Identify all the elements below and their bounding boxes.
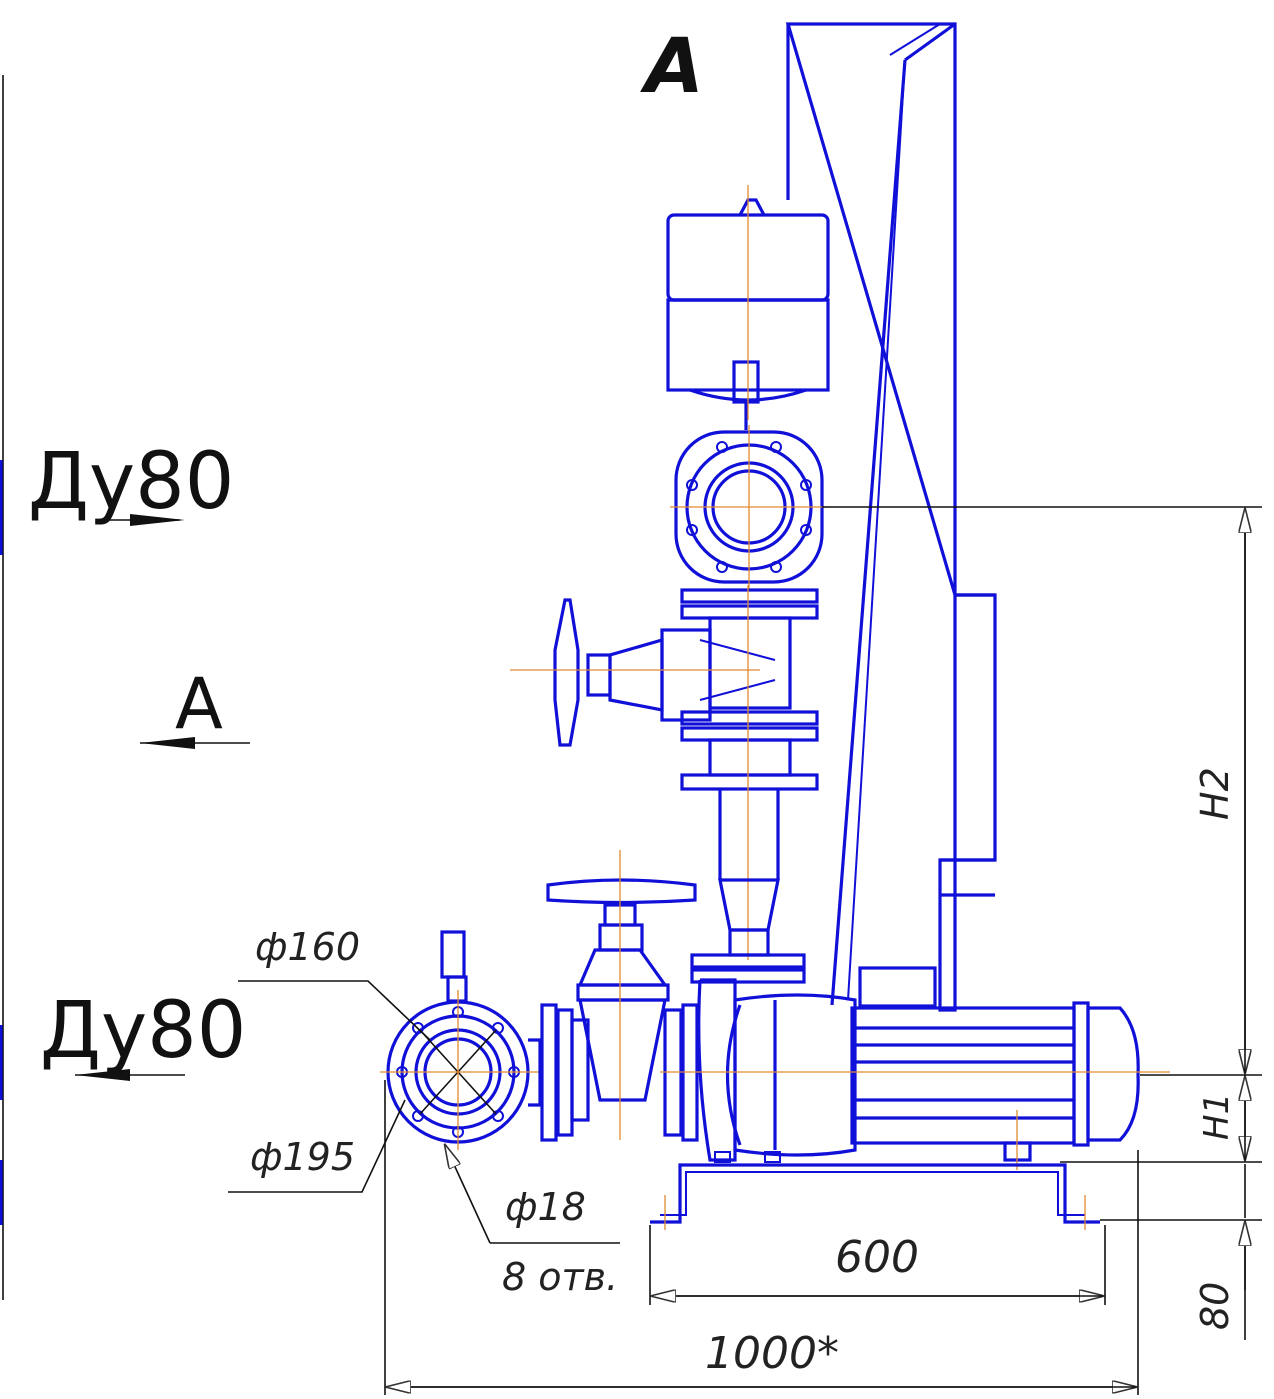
- holes-count-label: 8 отв.: [502, 1255, 618, 1299]
- flange-d1-label: ф160: [255, 925, 360, 969]
- h1-label: H1: [1197, 1093, 1237, 1140]
- vertical-reducer: [690, 790, 806, 984]
- expansion-tank: [666, 185, 830, 430]
- section-marker: A: [175, 663, 223, 745]
- dimension-lines: [228, 506, 1262, 1395]
- flange-d2-label: ф195: [250, 1135, 355, 1179]
- h2-label: H2: [1193, 767, 1237, 820]
- lower-valve: [540, 850, 699, 1142]
- lower-flange: [380, 930, 542, 1150]
- pipe-top-label: Ду80: [28, 437, 234, 527]
- section-arrow: [75, 514, 250, 1081]
- left-frame-line: [0, 75, 4, 1300]
- overall-width-label: 1000*: [705, 1328, 839, 1379]
- base-span-label: 600: [835, 1232, 919, 1283]
- upper-flange: [670, 425, 830, 590]
- base-height-label: 80: [1193, 1282, 1237, 1330]
- view-title: A: [640, 21, 704, 110]
- hole-diameter-label: ф18: [505, 1185, 586, 1229]
- pipe-bottom-label: Ду80: [40, 986, 246, 1076]
- vertical-frame: [785, 22, 997, 1012]
- pump-motor: [660, 966, 1170, 1170]
- base-frame: [650, 1151, 1100, 1230]
- upper-valve: [510, 585, 819, 960]
